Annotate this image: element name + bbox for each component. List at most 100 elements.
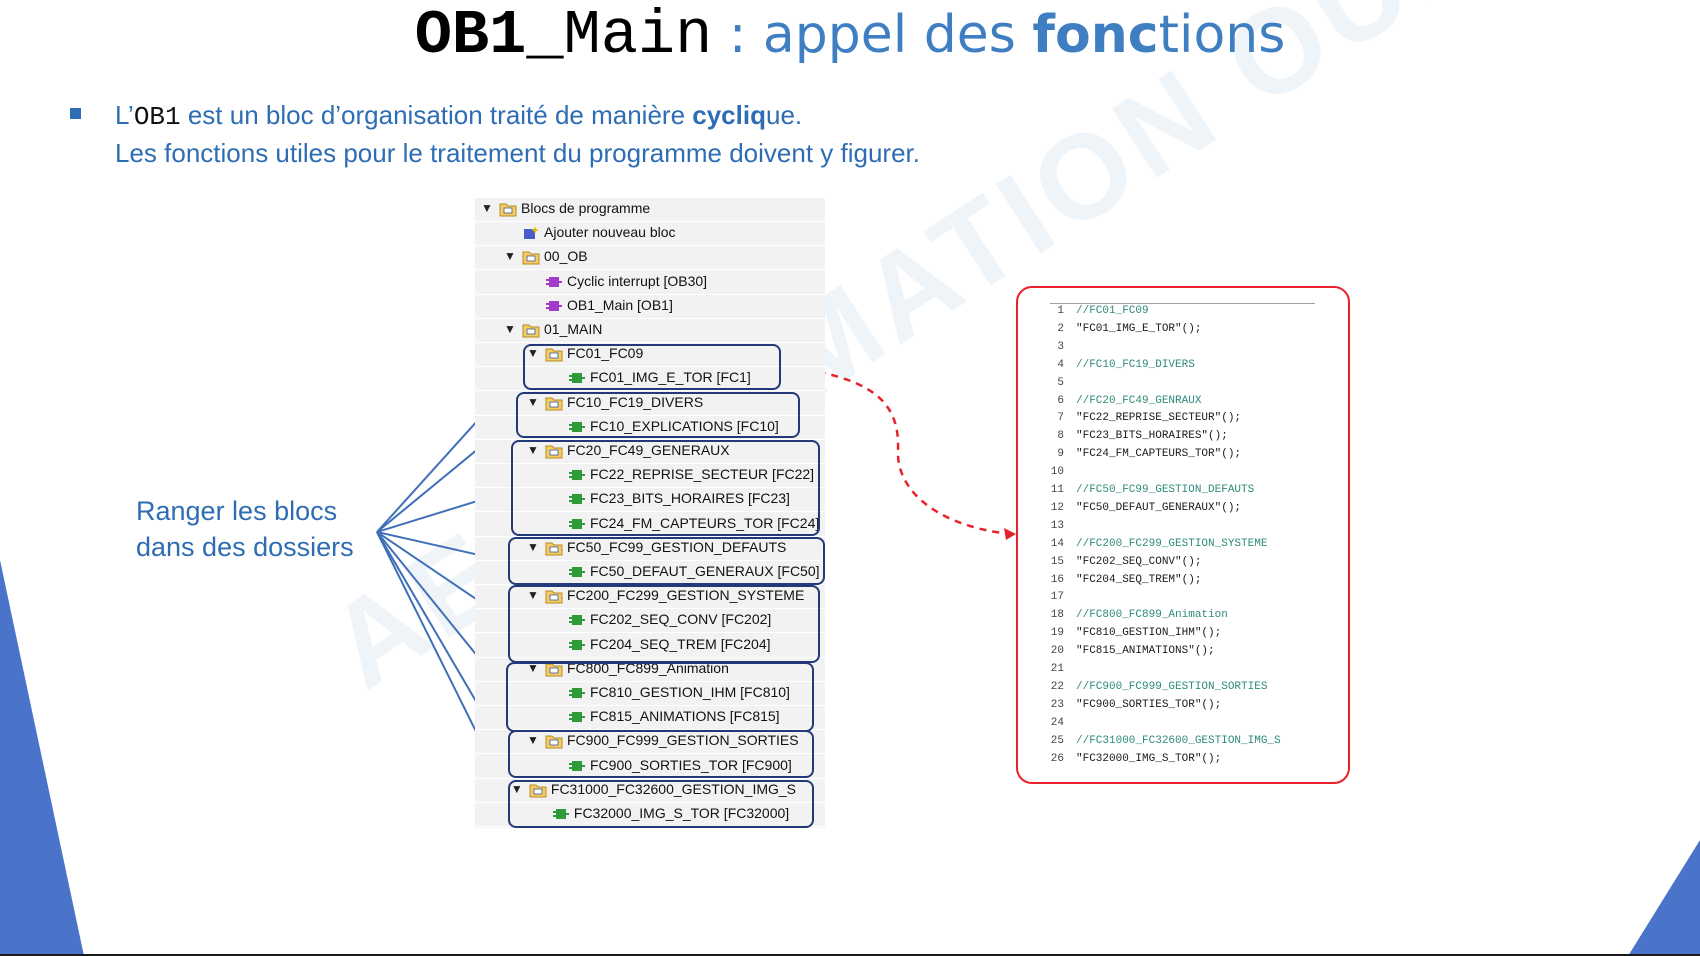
line-number: 8: [1057, 430, 1064, 443]
code-line: 18//FC800_FC899_Animation: [1040, 609, 1228, 627]
folder-icon: [545, 588, 563, 609]
group-frame-fc31000: [508, 780, 814, 828]
code-line: 25//FC31000_FC32600_GESTION_IMG_S: [1040, 735, 1281, 753]
tree-row-label: FC50_FC99_GESTION_DEFAUTS: [567, 538, 787, 555]
tree-row[interactable]: FC24_FM_CAPTEURS_TOR [FC24]: [475, 512, 825, 537]
folder-icon: [545, 443, 563, 464]
tree-row[interactable]: FC900_SORTIES_TOR [FC900]: [475, 754, 825, 779]
expand-arrow-icon[interactable]: ▼: [527, 394, 539, 409]
expand-arrow-icon[interactable]: ▼: [527, 346, 539, 361]
tree-row[interactable]: ▼ FC50_FC99_GESTION_DEFAUTS: [475, 536, 825, 561]
fc-icon: [568, 516, 586, 537]
expand-arrow-icon[interactable]: ▼: [527, 660, 539, 675]
code-text: "FC815_ANIMATIONS"();: [1076, 645, 1215, 658]
tree-row[interactable]: FC23_BITS_HORAIRES [FC23]: [475, 488, 825, 513]
tree-row[interactable]: FC22_REPRISE_SECTEUR [FC22]: [475, 464, 825, 489]
page-title: OB1_Main : appel des fonctions: [0, 0, 1700, 71]
expand-arrow-icon[interactable]: ▼: [527, 588, 539, 603]
fc-icon: [568, 685, 586, 706]
tree-row-label: FC22_REPRISE_SECTEUR [FC22]: [590, 466, 815, 483]
code-line: 22//FC900_FC999_GESTION_SORTIES: [1040, 681, 1268, 699]
tree-row[interactable]: ▼ FC01_FC09: [475, 343, 825, 368]
line-number: 23: [1050, 698, 1064, 711]
add-block-icon: [522, 225, 540, 246]
code-text: "FC22_REPRISE_SECTEUR"();: [1076, 412, 1242, 425]
tree-row[interactable]: ▼ 00_OB: [475, 246, 825, 271]
line-number: 15: [1050, 555, 1064, 568]
tree-row[interactable]: OB1_Main [OB1]: [475, 294, 825, 319]
tree-row[interactable]: FC810_GESTION_IHM [FC810]: [475, 682, 825, 706]
code-text: //FC200_FC299_GESTION_SYSTEME: [1076, 537, 1268, 550]
tree-row-label: 00_OB: [544, 248, 588, 265]
tree-row-label: FC24_FM_CAPTEURS_TOR [FC24]: [590, 514, 820, 531]
expand-arrow-icon[interactable]: ▼: [527, 733, 539, 748]
code-panel: [1016, 286, 1350, 784]
code-line: 1//FC01_FC09: [1040, 305, 1149, 323]
code-line: 6//FC20_FC49_GENRAUX: [1040, 395, 1201, 413]
tree-row[interactable]: ▼01_MAIN: [475, 319, 825, 343]
tree-row[interactable]: Cyclic interrupt [OB30]: [475, 270, 825, 295]
line-number: 10: [1050, 466, 1064, 479]
tree-row[interactable]: ▼Blocs de programme: [475, 198, 825, 222]
tree-row[interactable]: FC202_SEQ_CONV [FC202]: [475, 609, 825, 634]
side-label-line-1: Ranger les blocs: [136, 496, 338, 526]
tree-row[interactable]: FC204_SEQ_TREM [FC204]: [475, 633, 825, 658]
code-text: //FC01_FC09: [1076, 305, 1149, 317]
code-line: 12"FC50_DEFAUT_GENERAUX"();: [1040, 502, 1241, 520]
fc-icon: [552, 806, 570, 827]
tree-row[interactable]: FC10_EXPLICATIONS [FC10]: [475, 415, 825, 440]
folder-icon: [522, 322, 540, 343]
fc-icon: [568, 564, 586, 585]
tree-row[interactable]: FC32000_IMG_S_TOR [FC32000]: [475, 803, 825, 827]
tree-row[interactable]: ▼FC31000_FC32600_GESTION_IMG_S: [475, 778, 825, 803]
title-text: : appel des fonctions: [712, 5, 1286, 65]
group-frame-fc20: [511, 440, 820, 536]
folder-icon: [529, 782, 547, 803]
tree-row-label: Cyclic interrupt [OB30]: [567, 272, 708, 289]
tree-row[interactable]: ▼ FC20_FC49_GENERAUX: [475, 440, 825, 464]
folder-icon: [522, 249, 540, 270]
tree-row-label: FC20_FC49_GENERAUX: [567, 442, 730, 458]
tree-row[interactable]: FC50_DEFAUT_GENERAUX [FC50]: [475, 561, 825, 585]
expand-arrow-icon[interactable]: ▼: [527, 443, 539, 457]
tree-row-label: FC23_BITS_HORAIRES [FC23]: [590, 490, 790, 507]
expand-arrow-icon[interactable]: ▼: [481, 201, 493, 215]
bullet-line-2: Les fonctions utiles pour le traitement …: [115, 138, 920, 168]
code-text: //FC31000_FC32600_GESTION_IMG_S: [1076, 734, 1281, 747]
tree-row-label: FC204_SEQ_TREM [FC204]: [590, 635, 771, 652]
bullet-line-1: L’OB1 est un bloc d’organisation traité …: [115, 100, 803, 132]
code-text: //FC800_FC899_Animation: [1076, 609, 1228, 622]
expand-arrow-icon[interactable]: ▼: [504, 249, 516, 264]
expand-arrow-icon[interactable]: ▼: [527, 539, 539, 554]
code-line: 21: [1040, 663, 1076, 681]
tree-row[interactable]: ▼FC10_FC19_DIVERS: [475, 391, 825, 416]
code-text: "FC202_SEQ_CONV"();: [1076, 555, 1202, 568]
code-text: "FC810_GESTION_IHM"();: [1076, 627, 1222, 640]
tree-row-label: FC900_SORTIES_TOR [FC900]: [590, 756, 792, 773]
expand-arrow-icon[interactable]: ▼: [504, 322, 516, 336]
tree-row[interactable]: Ajouter nouveau bloc: [475, 222, 825, 247]
bullet-marker: [70, 108, 81, 119]
line-number: 9: [1057, 448, 1064, 461]
fc-icon: [568, 637, 586, 658]
tree-row[interactable]: FC01_IMG_E_TOR [FC1]: [475, 367, 825, 392]
folder-icon: [545, 540, 563, 561]
tree-row-label: FC32000_IMG_S_TOR [FC32000]: [573, 805, 790, 821]
tree-row-label: FC10_EXPLICATIONS [FC10]: [590, 417, 779, 434]
line-number: 7: [1057, 412, 1064, 425]
group-frame-fc200: [508, 585, 820, 663]
tree-row-label: FC01_FC09: [567, 345, 644, 362]
group-frame-fc800: [506, 662, 814, 732]
expand-arrow-icon[interactable]: ▼: [510, 781, 523, 796]
code-line: 5: [1040, 377, 1076, 395]
right-triangle-decoration: [1628, 840, 1700, 956]
tree-row-label: OB1_Main [OB1]: [567, 296, 673, 313]
tree-row[interactable]: FC815_ANIMATIONS [FC815]: [475, 706, 825, 731]
code-line: 17: [1040, 591, 1076, 609]
code-text: //FC10_FC19_DIVERS: [1076, 358, 1195, 371]
tree-row[interactable]: ▼FC200_FC299_GESTION_SYSTEME: [475, 585, 825, 610]
tree-row[interactable]: ▼FC900_FC999_GESTION_SORTIES: [475, 730, 825, 755]
code-line: 11//FC50_FC99_GESTION_DEFAUTS: [1040, 484, 1254, 502]
tree-row-label: FC01_IMG_E_TOR [FC1]: [590, 369, 751, 386]
code-text: "FC24_FM_CAPTEURS_TOR"();: [1076, 448, 1242, 461]
